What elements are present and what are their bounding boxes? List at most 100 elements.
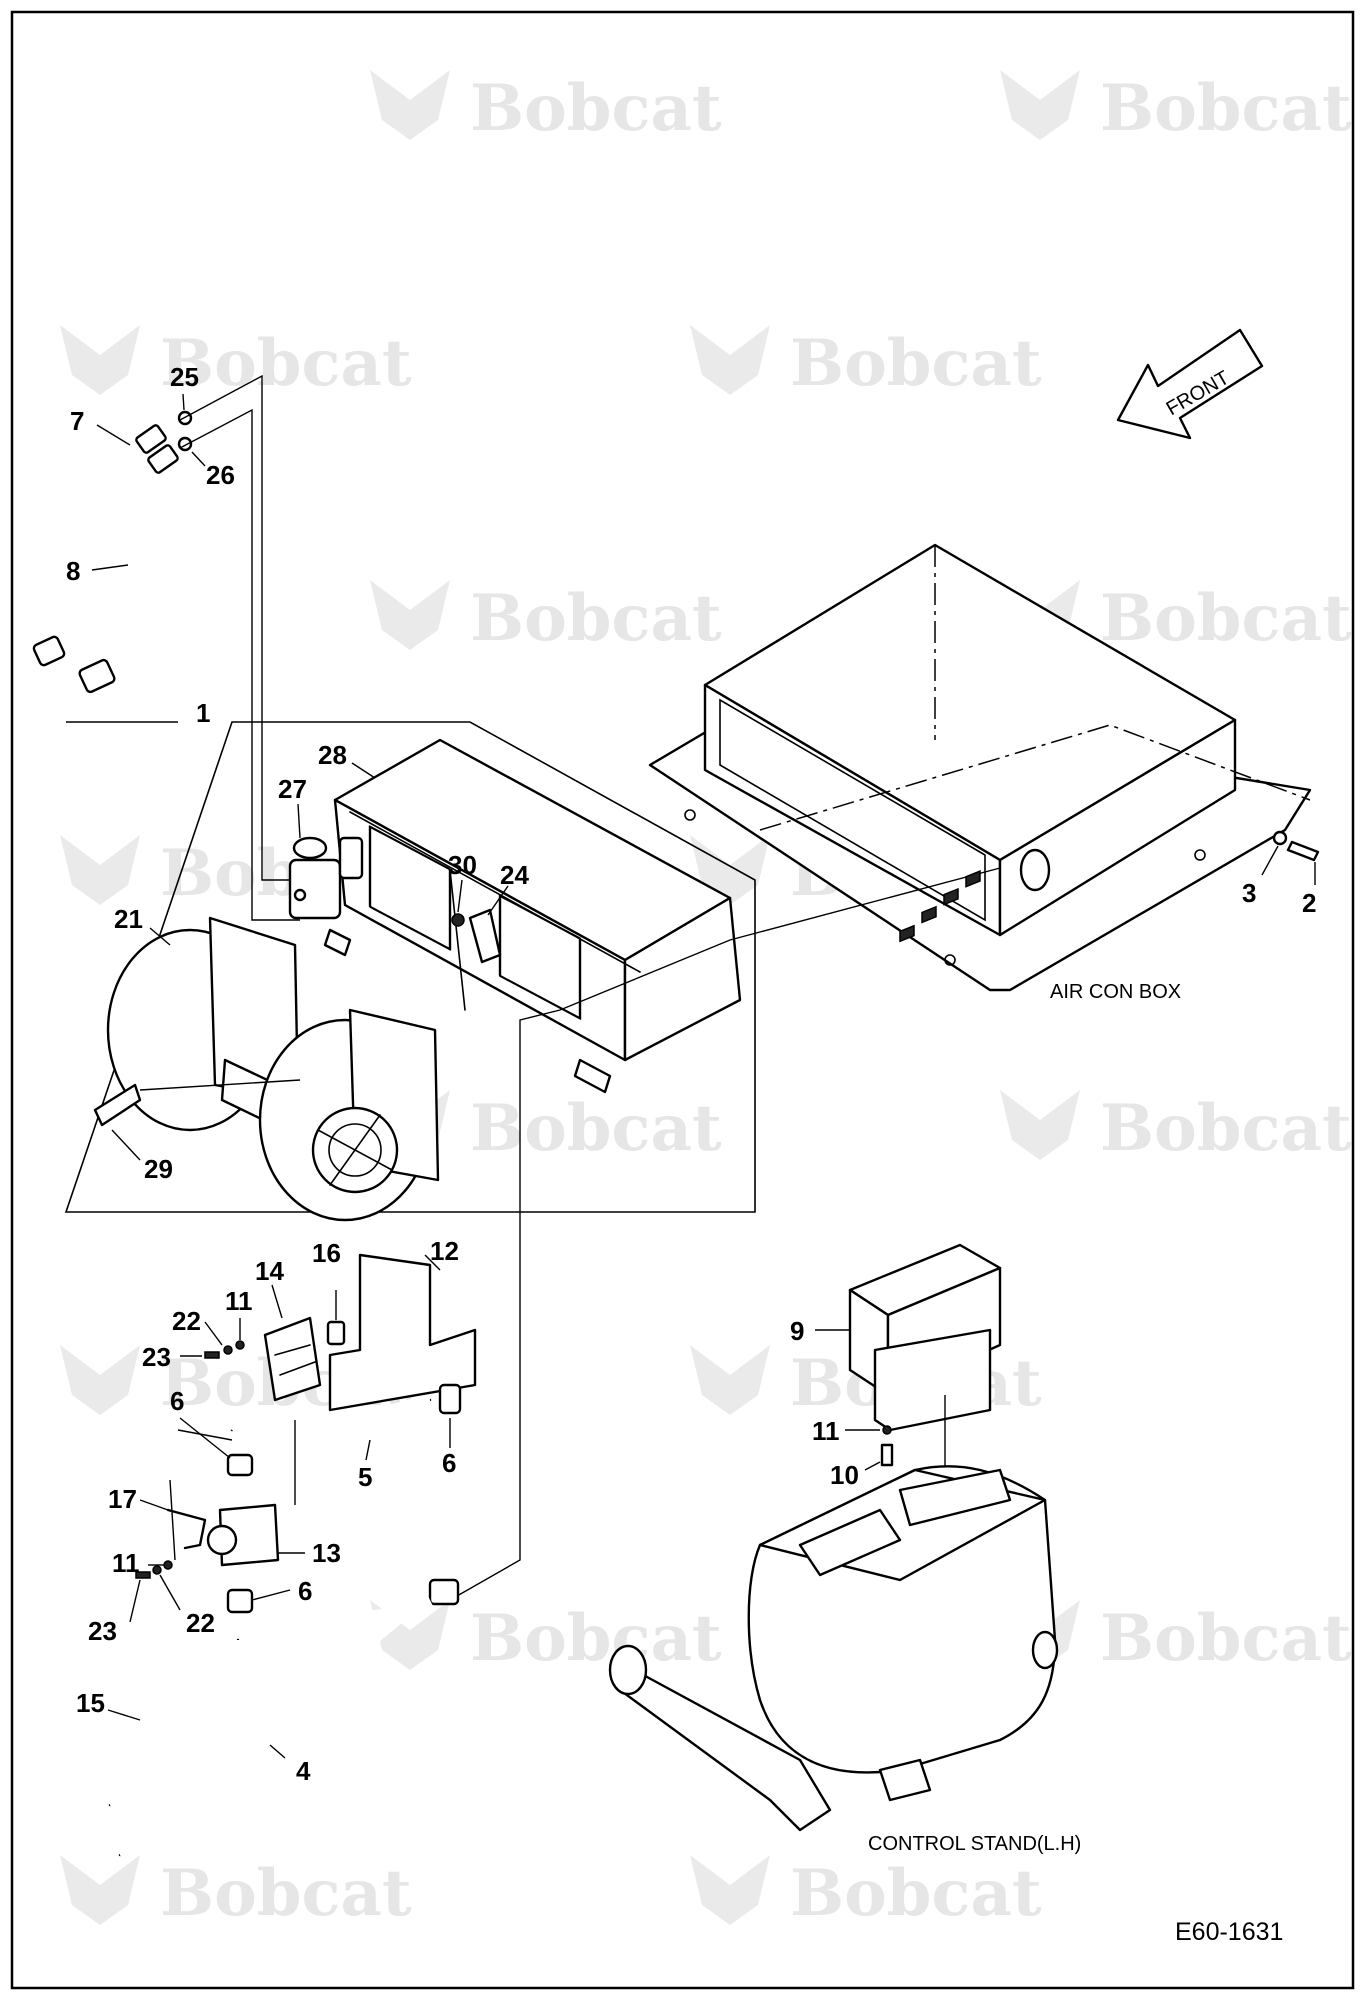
callout-9: 9 xyxy=(790,1316,804,1346)
heater-pipe-stub xyxy=(323,928,352,957)
front-arrow-icon xyxy=(1116,328,1264,440)
control-stand-side-knob xyxy=(1031,1630,1059,1670)
screw-23-top xyxy=(204,1351,220,1359)
control-stand-base xyxy=(878,1758,932,1802)
watermark: Bobcat xyxy=(60,325,412,401)
screw-10 xyxy=(880,1443,894,1467)
bobcat-logo-icon xyxy=(690,325,770,395)
pipe-7-fitting xyxy=(78,658,116,694)
callout-28: 28 xyxy=(318,740,347,770)
callout-6-top-left: 6 xyxy=(170,1386,184,1416)
leader-27 xyxy=(297,803,301,839)
callout-12: 12 xyxy=(430,1236,459,1266)
watermark: Bobcat xyxy=(1000,70,1352,146)
callout-21: 21 xyxy=(114,904,143,934)
callout-11-bottom: 11 xyxy=(112,1548,140,1578)
watermark-text: Bobcat xyxy=(1100,581,1352,656)
callout-labels: 25 7 26 8 1 28 27 30 24 21 3 2 AIR CON B… xyxy=(66,362,1316,1946)
control-stand-label: CONTROL STAND(L.H) xyxy=(868,1833,1081,1855)
leader-23-bottom xyxy=(129,1579,141,1623)
callout-23-bottom: 23 xyxy=(88,1616,117,1646)
water-valve-knob xyxy=(206,1524,238,1556)
bolt-2 xyxy=(1286,840,1320,862)
hose-15-core xyxy=(107,1639,245,1811)
hose-5-core xyxy=(227,1394,432,1434)
harness-29-wire xyxy=(139,1079,301,1091)
washer-22-top xyxy=(223,1345,233,1355)
heater-vent-left xyxy=(368,825,452,951)
valve-body xyxy=(288,858,342,920)
routing-line-aircon xyxy=(449,867,1001,1601)
callout-6-top-right: 6 xyxy=(442,1448,456,1478)
callout-5: 5 xyxy=(358,1462,372,1492)
leader-5 xyxy=(365,1439,371,1461)
callout-10: 10 xyxy=(830,1460,859,1490)
heater-rib xyxy=(449,869,466,1011)
leader-26 xyxy=(191,451,206,467)
callout-14: 14 xyxy=(255,1256,284,1286)
hose-4-core xyxy=(117,1594,433,1861)
sheet-border xyxy=(10,10,1355,1990)
bracket-12 xyxy=(328,1253,477,1412)
heater-pipe-stub xyxy=(573,1058,612,1094)
leader-3 xyxy=(1261,845,1279,876)
watermark-text: Bobcat xyxy=(470,581,722,656)
leader-6-bottom xyxy=(251,1589,291,1601)
leader-22-top xyxy=(204,1321,223,1346)
callout-13: 13 xyxy=(312,1538,341,1568)
control-panel-button-icon xyxy=(943,887,959,906)
control-panel-housing xyxy=(873,1328,992,1432)
callout-22-bottom: 22 xyxy=(186,1608,215,1638)
watermark: Bobcat xyxy=(370,70,722,146)
leader-8 xyxy=(91,564,129,571)
bobcat-logo-icon xyxy=(60,1345,140,1415)
leader-4 xyxy=(269,1744,286,1759)
control-stand-lever-knob xyxy=(608,1644,648,1696)
washer-3 xyxy=(1272,830,1288,846)
watermark: Bobcat xyxy=(690,1855,1042,1931)
callout-29: 29 xyxy=(144,1154,173,1184)
blower-assembly xyxy=(93,916,440,1222)
leader-25 xyxy=(182,393,185,411)
callout-23-top: 23 xyxy=(142,1342,171,1372)
pipe-7-core xyxy=(97,459,200,675)
aircon-mount-hole xyxy=(944,954,956,966)
front-arrow: FRONT xyxy=(1116,328,1264,440)
control-stand-recess xyxy=(898,1468,1012,1527)
watermark-text: Bobcat xyxy=(790,326,1042,401)
callout-4: 4 xyxy=(296,1756,311,1786)
aircon-port xyxy=(1019,848,1051,892)
watermark: Bobcat xyxy=(1000,1090,1352,1166)
actuator-14-detail xyxy=(274,1344,316,1376)
valve-cap xyxy=(292,836,328,860)
bobcat-logo-icon xyxy=(1000,1090,1080,1160)
watermark-text: Bobcat xyxy=(1100,71,1352,146)
washer-11-panel xyxy=(882,1425,892,1435)
watermark: Bobcat xyxy=(690,325,1042,401)
clamp-24 xyxy=(468,908,502,964)
callout-30: 30 xyxy=(448,850,477,880)
pipe-assembly-7-8 xyxy=(32,410,200,694)
drawing-code: E60-1631 xyxy=(1175,1918,1283,1946)
callout-27: 27 xyxy=(278,774,307,804)
watermark-text: Bobcat xyxy=(1100,1091,1352,1166)
callout-6-bottom: 6 xyxy=(298,1576,312,1606)
blower-fan-grille-ring xyxy=(328,1123,382,1177)
watermark-text: Bobcat xyxy=(1100,1601,1352,1676)
screw-16 xyxy=(326,1320,346,1346)
watermark-text: Bobcat xyxy=(160,1856,412,1931)
bobcat-logo-icon xyxy=(60,1855,140,1925)
callout-24: 24 xyxy=(500,860,529,890)
clamp-6-left xyxy=(226,1453,254,1477)
watermark: Bobcat xyxy=(370,1600,722,1676)
callout-16: 16 xyxy=(312,1238,341,1268)
aircon-mount-hole xyxy=(684,809,696,821)
bobcat-logo-icon xyxy=(370,580,450,650)
leader-10 xyxy=(864,1461,881,1471)
air-con-box xyxy=(449,543,1320,1601)
callout-15: 15 xyxy=(76,1688,105,1718)
leader-7 xyxy=(96,424,131,446)
blower-fan-grille-spokes xyxy=(317,1114,393,1186)
callout-7: 7 xyxy=(70,406,84,436)
